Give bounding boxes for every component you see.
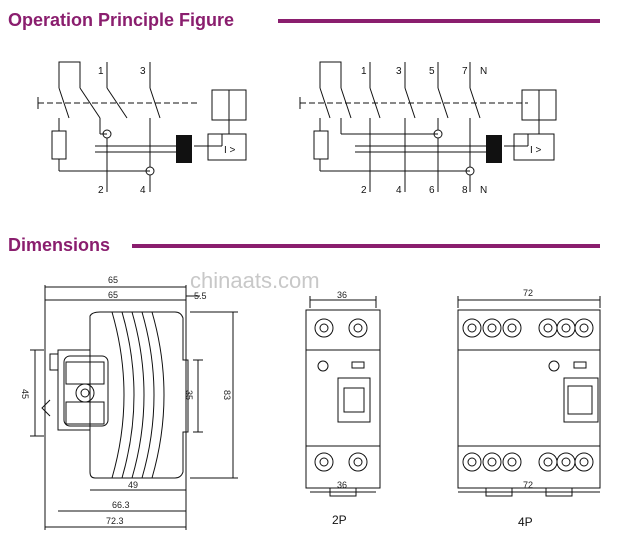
dim-2p-width-bottom: 36 [337, 480, 347, 490]
terminal-7-4p: 7 [462, 66, 468, 77]
dim-top-outer: 65 [108, 275, 118, 285]
terminal-1-2p: 1 [98, 66, 104, 77]
terminal-3-2p: 3 [140, 66, 146, 77]
dim-4p-width-top: 72 [523, 288, 533, 298]
terminal-8-4p: 8 [462, 185, 468, 196]
side-view [30, 285, 238, 530]
caption-2p: 2P [332, 513, 347, 527]
terminal-4-4p: 4 [396, 185, 402, 196]
terminal-4-2p: 4 [140, 185, 146, 196]
terminal-5-4p: 5 [429, 66, 435, 77]
section-rule-dimensions [132, 244, 600, 248]
dim-height-mid: 35 [184, 390, 194, 400]
terminal-3-4p: 3 [396, 66, 402, 77]
dim-bottom-2: 66.3 [112, 500, 130, 510]
terminal-2-4p: 2 [361, 185, 367, 196]
dim-2p-width-top: 36 [337, 290, 347, 300]
dim-height-left: 45 [20, 389, 30, 399]
terminal-1-4p: 1 [361, 66, 367, 77]
dim-bottom-1: 49 [128, 480, 138, 490]
front-view-2p [305, 296, 381, 497]
ct-core-4p [486, 135, 502, 163]
section-rule-operation [278, 19, 600, 23]
dim-height-right: 83 [222, 390, 232, 400]
schematic-4p [299, 61, 557, 192]
dim-bottom-3: 72.3 [106, 516, 124, 526]
terminal-6-4p: 6 [429, 185, 435, 196]
section-title-operation-principle: Operation Principle Figure [8, 10, 235, 30]
terminal-n-bottom-4p: N [480, 185, 487, 196]
dim-4p-width-bottom: 72 [523, 480, 533, 490]
ct-core-2p [176, 135, 192, 163]
caption-4p: 4P [518, 515, 533, 529]
trip-symbol-2p: I > [224, 145, 236, 156]
dim-top-right: 5.5 [194, 291, 207, 301]
section-title-dimensions: Dimensions [8, 235, 111, 255]
schematic-2p [37, 61, 247, 192]
watermark: chinaats.com [190, 268, 320, 293]
dim-top-inner: 65 [108, 290, 118, 300]
terminal-n-top-4p: N [480, 66, 487, 77]
trip-symbol-4p: I > [530, 145, 542, 156]
front-view-4p [457, 296, 601, 497]
terminal-2-2p: 2 [98, 185, 104, 196]
